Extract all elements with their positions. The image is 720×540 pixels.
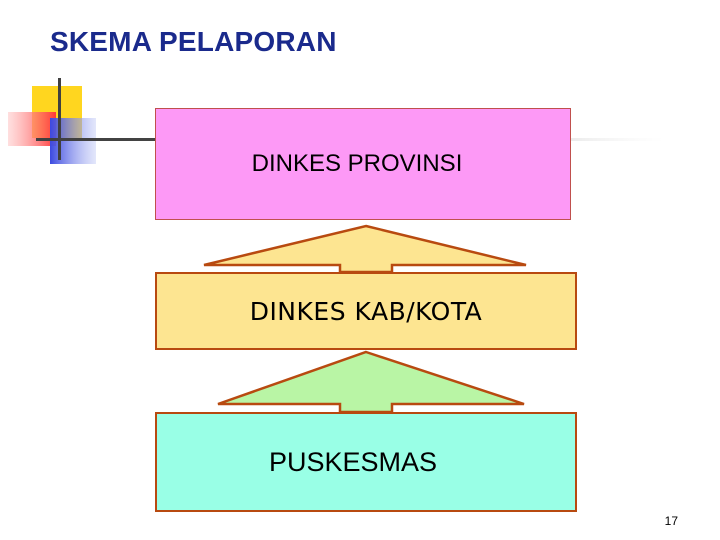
arrow-puskesmas-to-kab: [217, 350, 525, 414]
box-dinkes-kab-kota: DINKES KAB/KOTA: [155, 272, 577, 350]
box-puskesmas: PUSKESMAS: [155, 412, 577, 512]
box-dinkes-kab-kota-label: DINKES KAB/KOTA: [249, 296, 483, 326]
vertical-rule: [58, 78, 61, 160]
box-dinkes-provinsi-label: DINKES PROVINSI: [251, 150, 463, 177]
page-number: 17: [664, 514, 678, 528]
box-dinkes-provinsi: DINKES PROVINSI: [155, 108, 571, 220]
slide-title: SKEMA PELAPORAN: [50, 26, 337, 57]
arrow-kab-to-provinsi: [203, 224, 527, 274]
box-puskesmas-label: PUSKESMAS: [268, 446, 438, 477]
